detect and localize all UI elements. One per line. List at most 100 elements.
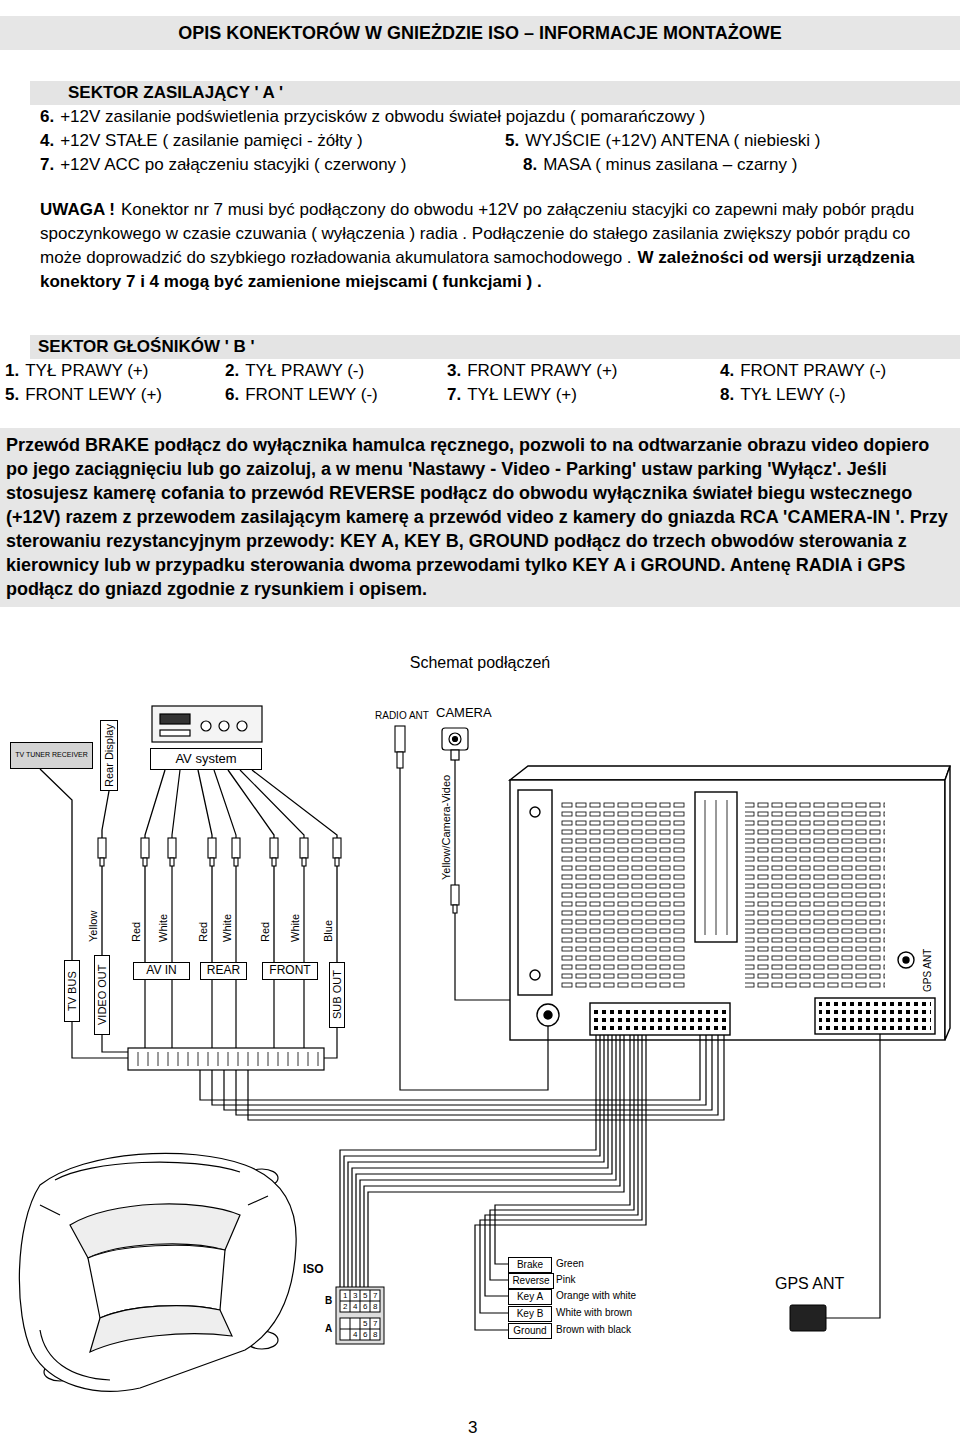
tuner-box: TV TUNER RECEIVER — [10, 742, 93, 769]
wire — [360, 1035, 616, 1287]
camera — [449, 733, 461, 745]
connector-name: ISO — [303, 1262, 324, 1276]
rca-plug — [98, 838, 459, 913]
pin-number: 3 — [353, 1291, 357, 1301]
spec-text: 7. — [447, 385, 461, 404]
iso-connector — [340, 1290, 380, 1312]
wire — [145, 980, 304, 1048]
amplifier — [160, 730, 190, 736]
wire-tag: Reverse — [508, 1273, 554, 1289]
spec-text: UWAGA ! — [40, 200, 115, 219]
harness-block — [128, 1048, 324, 1070]
rca-plug — [100, 858, 104, 866]
wire-color: Orange with white — [556, 1289, 636, 1303]
amplifier — [152, 706, 262, 742]
spec-text: TYŁ LEWY (-) — [740, 385, 845, 404]
box-label: Ground — [513, 1325, 546, 1337]
box-label: Brake — [517, 1259, 543, 1271]
wire-color: White — [221, 914, 233, 942]
wire — [102, 1035, 128, 1052]
spec-text: 3. — [447, 361, 461, 380]
spec-text: 6. — [40, 107, 54, 126]
rca-plug — [141, 838, 149, 858]
wire-color: White — [289, 914, 301, 942]
wire-tag: Key B — [508, 1306, 552, 1322]
iso-connector — [340, 1318, 380, 1340]
page-number: 3 — [468, 1418, 477, 1438]
rca-plug — [232, 838, 240, 858]
wire — [400, 768, 548, 1090]
av-system-box: AV system — [150, 748, 262, 770]
instruction-text: Przewód BRAKE podłącz do wyłącznika hamu… — [6, 433, 954, 601]
text-line: 6.FRONT LEWY (-) — [225, 383, 378, 407]
wire — [224, 1035, 712, 1110]
text-line: 3.FRONT PRAWY (+) — [447, 359, 618, 383]
rca-plug — [143, 858, 147, 866]
head-unit — [510, 766, 950, 780]
text-line: 6.+12V zasilanie podświetlenia przyciskó… — [40, 105, 705, 129]
amplifier — [237, 721, 247, 731]
spec-text: WYJŚCIE (+12V) ANTENA ( niebieski ) — [525, 131, 820, 150]
text-line: 4.FRONT PRAWY (-) — [720, 359, 886, 383]
spec-text: TYŁ PRAWY (-) — [245, 361, 364, 380]
wire-tag: Key A — [508, 1289, 552, 1305]
pin-number: 7 — [373, 1291, 377, 1301]
car-illustration — [19, 1153, 296, 1391]
wire — [252, 770, 337, 962]
wire — [455, 760, 510, 1000]
spec-text: FRONT LEWY (-) — [245, 385, 378, 404]
harness-block — [128, 1048, 324, 1070]
iso-connector — [336, 1287, 384, 1344]
iso-connector — [340, 1318, 380, 1340]
plug-tag: SUB OUT — [329, 962, 345, 1028]
spec-text: MASA ( minus zasilana – czarny ) — [543, 155, 797, 174]
instruction-panel: Przewód BRAKE podłącz do wyłącznika hamu… — [0, 428, 960, 607]
iso-connector — [340, 1290, 380, 1312]
pin-number: 1 — [343, 1291, 347, 1301]
wire — [344, 1035, 600, 1287]
pin-number: 8 — [373, 1302, 377, 1312]
wire-color: Blue — [322, 920, 334, 942]
wire — [102, 791, 109, 955]
connector-name: B — [325, 1295, 332, 1307]
spec-text: 7. — [40, 155, 54, 174]
box-label: VIDEO OUT — [96, 965, 108, 1026]
head-unit — [705, 800, 727, 935]
rear-display-box: Rear Display — [100, 720, 118, 791]
head-unit — [815, 998, 935, 1034]
car-illustration — [55, 1162, 240, 1180]
connectors — [40, 769, 337, 962]
spec-text: TYŁ PRAWY (+) — [25, 361, 148, 380]
wire-color: Yellow — [87, 911, 99, 942]
head-unit — [745, 800, 885, 990]
wire — [72, 760, 880, 1330]
head-unit — [510, 780, 945, 1040]
box-label: TV TUNER RECEIVER — [15, 751, 88, 759]
spec-text: 8. — [720, 385, 734, 404]
camera — [453, 737, 458, 742]
text-line: 7.TYŁ LEWY (+) — [447, 383, 577, 407]
wire — [480, 1035, 642, 1313]
part-name: CAMERA — [436, 705, 492, 721]
socket-name: GPS ANT — [922, 949, 934, 992]
wire — [475, 1035, 646, 1330]
text-line: 5.FRONT LEWY (+) — [5, 383, 162, 407]
section-band: SEKTOR GŁOŚNIKÓW ' B ' — [30, 335, 960, 359]
rca-plug — [98, 838, 106, 858]
section-heading: SEKTOR ZASILAJĄCY ' A ' — [68, 83, 952, 103]
pin-number: 5 — [363, 1319, 367, 1329]
wire-tag: Brake — [508, 1257, 552, 1273]
wire — [340, 1035, 596, 1287]
wire — [324, 1028, 337, 1058]
car-illustration — [90, 1306, 232, 1352]
amplifier — [152, 706, 262, 742]
rca-plug — [270, 838, 278, 858]
part-name: GPS ANT — [775, 1274, 844, 1293]
text-line: 2.TYŁ PRAWY (-) — [225, 359, 364, 383]
head-unit — [594, 1007, 726, 1031]
text-line: 1.TYŁ PRAWY (+) — [5, 359, 148, 383]
pin-number: 5 — [363, 1291, 367, 1301]
box-label: Key A — [517, 1291, 543, 1303]
head-unit — [530, 807, 540, 817]
